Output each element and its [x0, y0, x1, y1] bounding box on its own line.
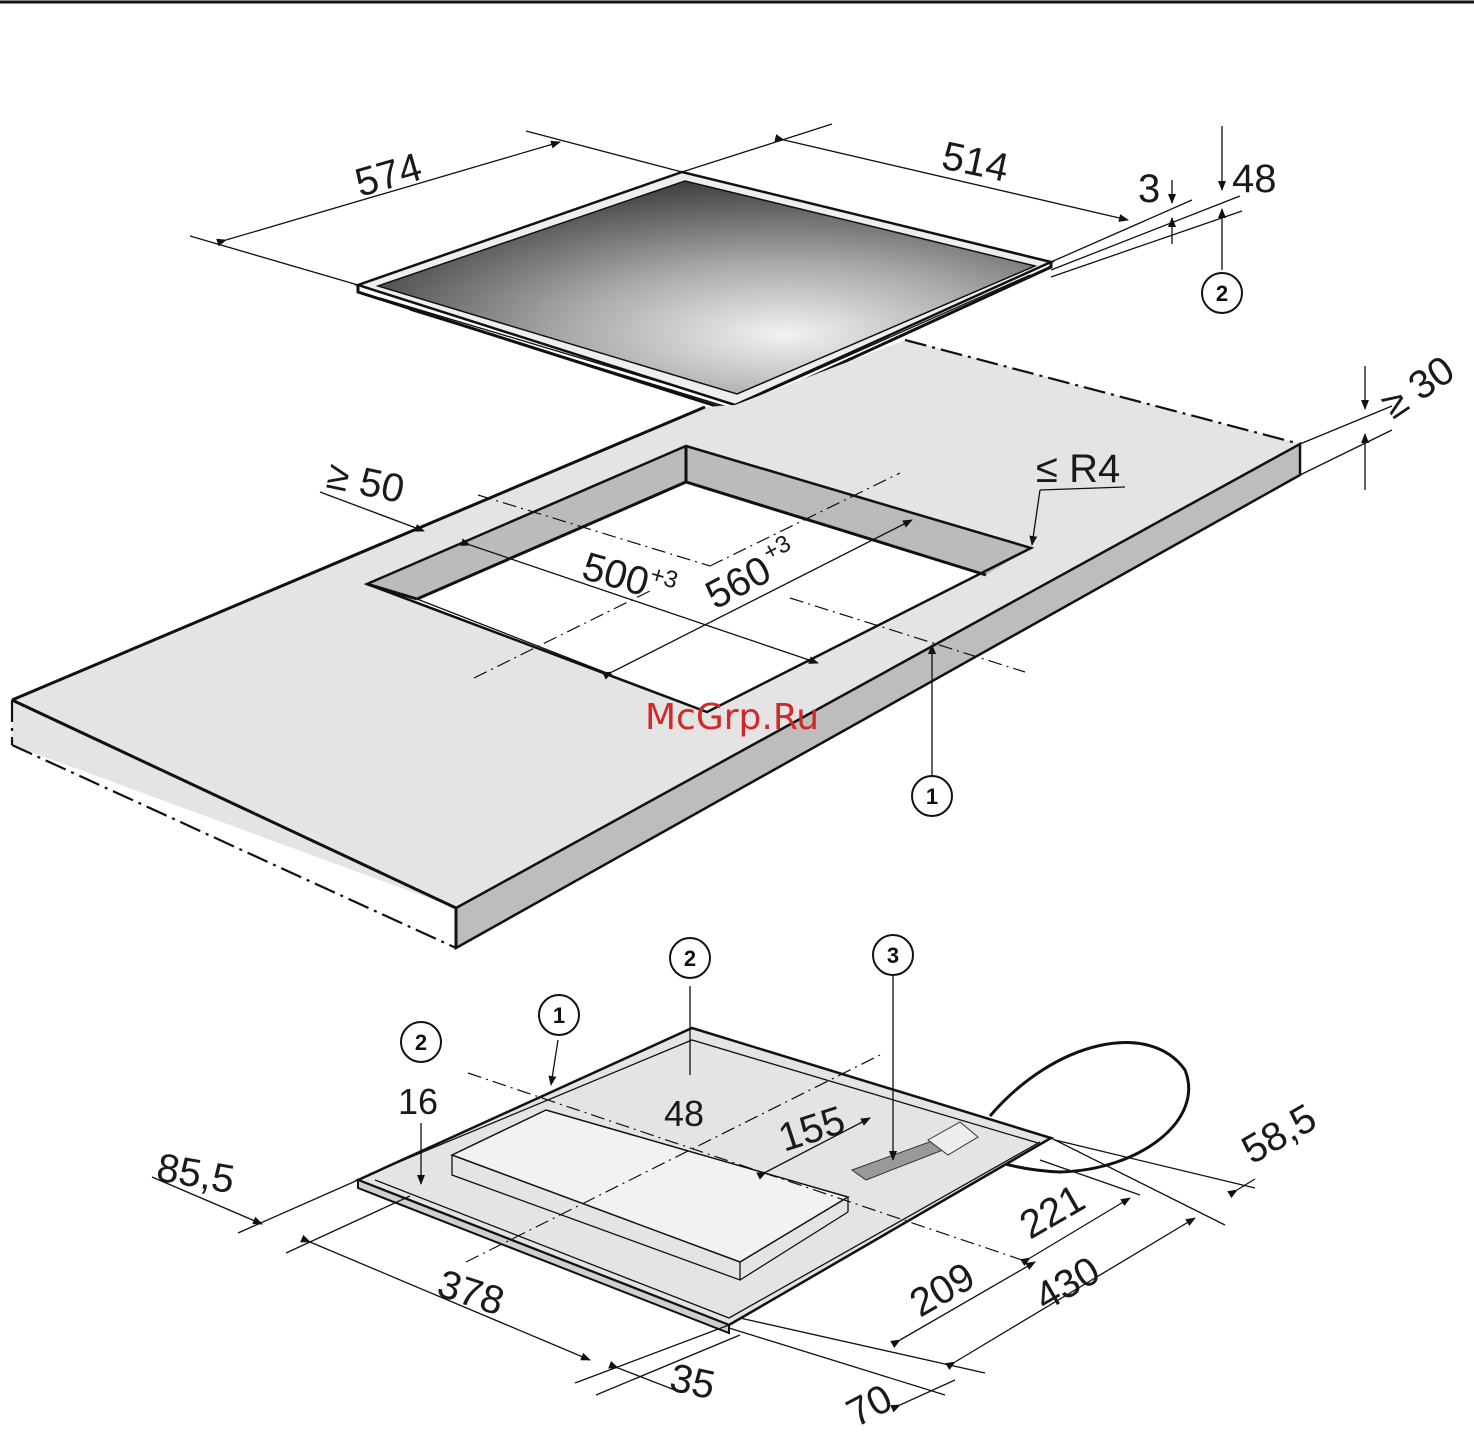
- callout-2-underside-center: 2: [670, 938, 710, 978]
- callout-1-underside: 1: [539, 995, 579, 1035]
- callout-1-worktop: 1: [912, 776, 952, 816]
- dim-430: 430: [1028, 1248, 1108, 1319]
- svg-text:1: 1: [553, 1003, 565, 1028]
- svg-text:2: 2: [684, 946, 696, 971]
- dim-min-30: ≥ 30: [1373, 348, 1462, 428]
- dim-16: 16: [398, 1081, 438, 1122]
- dim-378: 378: [432, 1262, 509, 1324]
- worktop-drawing: [12, 340, 1300, 948]
- svg-text:3: 3: [887, 943, 899, 968]
- dim-3: 3: [1138, 167, 1160, 211]
- dim-85-5: 85,5: [153, 1146, 237, 1203]
- dim-48-top: 48: [1232, 157, 1277, 201]
- dim-max-r4: ≤ R4: [1036, 447, 1120, 491]
- dim-574: 574: [350, 145, 426, 206]
- dim-58-5: 58,5: [1235, 1096, 1324, 1173]
- svg-text:1: 1: [926, 784, 938, 809]
- svg-text:2: 2: [415, 1030, 427, 1055]
- dim-221: 221: [1013, 1176, 1093, 1247]
- dim-70: 70: [840, 1376, 900, 1433]
- dim-48-underside: 48: [664, 1093, 704, 1134]
- callout-3-underside: 3: [873, 935, 913, 975]
- callout-2-top: 2: [1202, 273, 1242, 313]
- dim-209: 209: [903, 1254, 983, 1325]
- svg-text:2: 2: [1216, 281, 1228, 306]
- dim-min-50: ≥ 50: [323, 453, 408, 512]
- watermark: McGrp.Ru: [645, 697, 819, 738]
- callout-2-underside-left: 2: [401, 1022, 441, 1062]
- dim-514: 514: [938, 134, 1012, 191]
- dim-35: 35: [666, 1356, 719, 1408]
